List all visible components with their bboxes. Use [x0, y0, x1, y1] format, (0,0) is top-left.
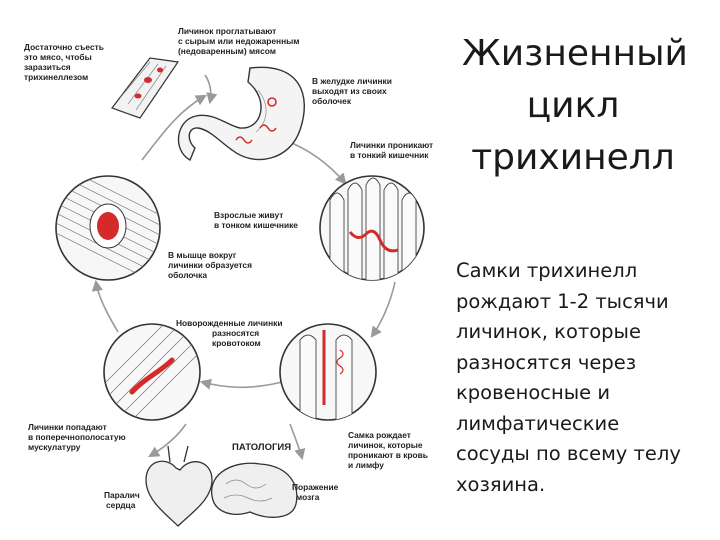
arrow-to-capsule [91, 279, 119, 333]
brain-illustration [211, 462, 298, 518]
label-eat-meat: Достаточно съесть это мясо, чтобы зарази… [24, 42, 106, 82]
label-muscle: Личинки попадают в поперечнополосатую му… [28, 422, 128, 452]
title-line-2: цикл [526, 85, 620, 126]
body-line: Самки трихинелл [456, 259, 638, 282]
label-stomach: В желудке личинки выходят из своих оболо… [312, 76, 394, 106]
title-line-3: трихинелл [471, 137, 675, 178]
body-line: разносятся через [456, 350, 637, 374]
title-line-1: Жизненный [462, 33, 688, 74]
slide-title: Жизненный цикл трихинелл [462, 28, 688, 184]
body-line: хозяина. [456, 472, 546, 496]
label-swallow: Личинок проглатывают с сырым или недожар… [178, 26, 302, 56]
label-female: Самка рождает личинок, которые проникают… [348, 430, 430, 470]
label-pathology: ПАТОЛОГИЯ [232, 442, 291, 453]
arrow-to-female [370, 281, 396, 338]
label-capsule: В мышце вокруг личинки образуется оболоч… [168, 250, 254, 280]
arrow-to-brain [289, 423, 306, 461]
body-line: сосуды по всему телу [456, 442, 681, 465]
label-adults: Взрослые живут в тонком кишечнике [214, 210, 298, 230]
body-line: кровеносные и [456, 381, 610, 404]
stomach-illustration [177, 66, 305, 161]
slide-body-text: Самки трихинелл рождают 1-2 тысячи личин… [456, 256, 706, 500]
trichinella-life-cycle-diagram: Достаточно съесть это мясо, чтобы зарази… [24, 26, 435, 527]
body-line: личинок, которые [456, 320, 641, 343]
heart-illustration [145, 445, 213, 527]
body-line: рождают 1-2 тысячи [456, 289, 669, 313]
arrow-to-heart [148, 423, 187, 458]
label-brain: Поражение мозга [292, 482, 341, 502]
label-newborn: Новорожденные личинки разносятся кровото… [176, 318, 285, 348]
arrow-to-intestine [284, 139, 347, 185]
label-intestine: Личинки проникают в тонкий кишечник [350, 140, 435, 160]
meat-piece-illustration [111, 57, 180, 119]
body-line: лимфатические [456, 411, 620, 435]
label-heart: Паралич сердца [104, 490, 142, 510]
arrow-swallow-down [204, 74, 218, 105]
arrow-to-muscle-bloodstream [199, 378, 283, 390]
intestine-villi-circle [319, 175, 425, 281]
adult-worms-circle [55, 175, 161, 281]
arrow-to-top [141, 94, 207, 161]
female-worm-circle [279, 323, 377, 421]
